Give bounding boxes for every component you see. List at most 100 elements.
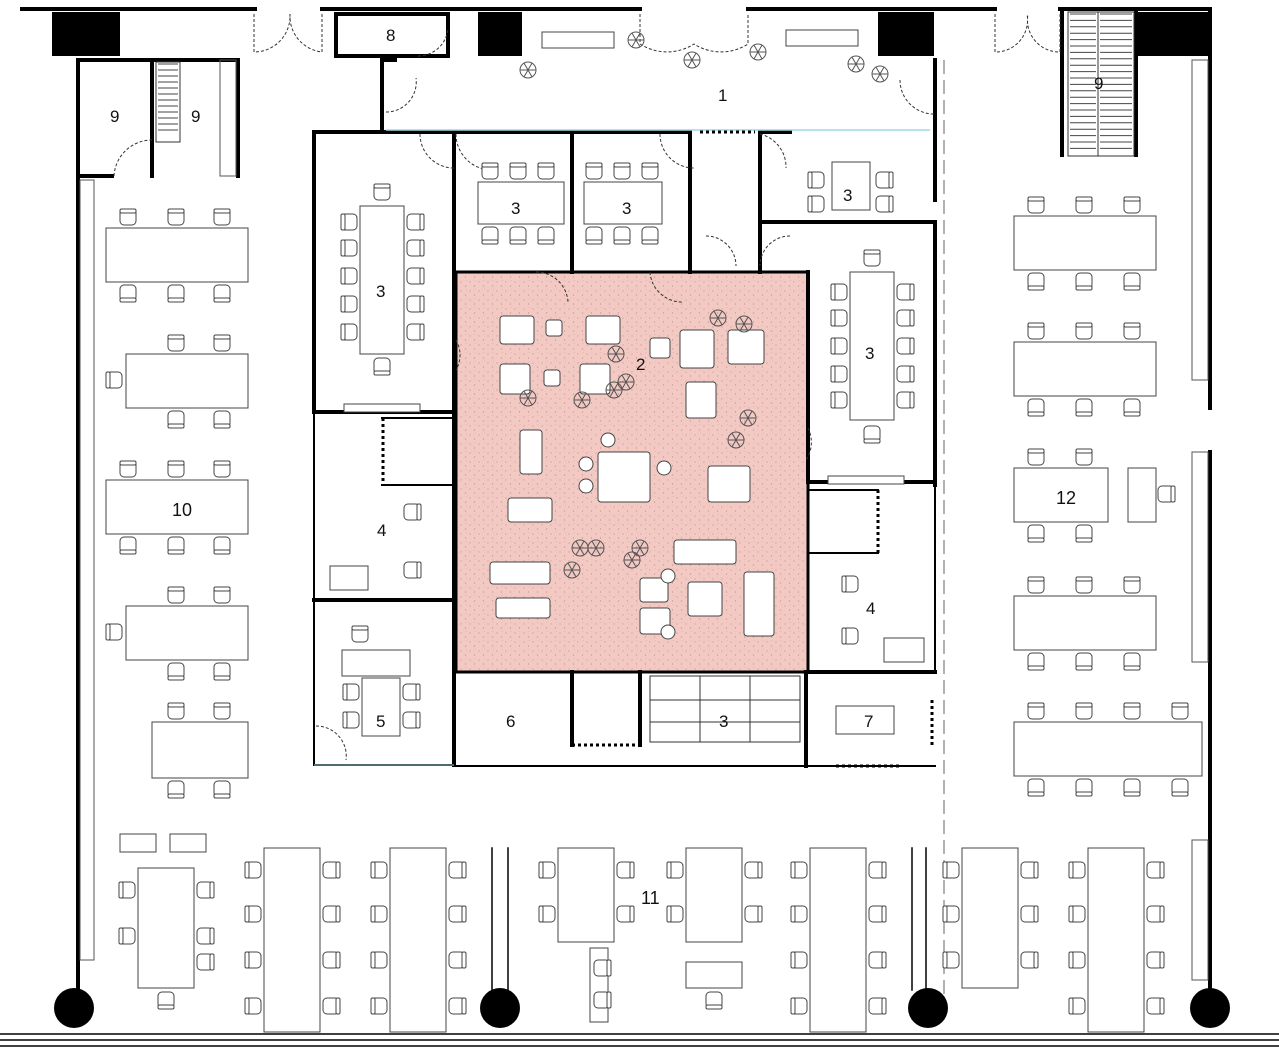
chair (1020, 905, 1039, 923)
chair (213, 780, 231, 799)
chair (1075, 576, 1093, 594)
chair (1146, 951, 1165, 969)
desk-table (1013, 721, 1203, 777)
lounge-seat (743, 571, 775, 637)
desk-table (125, 605, 249, 661)
plant-icon (519, 61, 537, 79)
chair (213, 536, 231, 555)
chair (213, 208, 231, 226)
chair (213, 460, 231, 478)
chair (1075, 398, 1093, 417)
chair (537, 226, 555, 245)
chair (1123, 652, 1141, 671)
chair (1075, 272, 1093, 291)
stair-treads (158, 13, 1132, 149)
chair (244, 905, 262, 923)
plant-icon (605, 381, 623, 399)
chair (118, 881, 136, 899)
chair (1068, 951, 1086, 969)
label-meeting-right-tall: 3 (865, 344, 874, 363)
lounge-seat (499, 363, 531, 395)
chair (340, 239, 358, 257)
chair (322, 951, 341, 969)
plant-icon (739, 409, 757, 427)
chair (448, 905, 467, 923)
chair (585, 226, 603, 245)
label-meeting-top-right: 3 (843, 186, 852, 205)
chair (868, 951, 887, 969)
chair (841, 575, 859, 593)
chair (1020, 951, 1039, 969)
chair (896, 283, 915, 301)
chair (373, 183, 391, 201)
label-focus-left: 4 (377, 521, 386, 540)
lounge-seat (489, 561, 551, 585)
chair (896, 337, 915, 355)
plants (519, 31, 889, 579)
chair (119, 536, 137, 555)
chair (322, 997, 341, 1015)
chair (167, 208, 185, 226)
plant-icon (617, 373, 635, 391)
plant-icon (607, 345, 625, 363)
desk-table (685, 847, 743, 943)
lounge-seat (679, 329, 715, 369)
stool (600, 432, 616, 448)
label-stair-left-b: 9 (191, 107, 200, 126)
chair (593, 991, 612, 1009)
chair (402, 711, 421, 729)
chair (1075, 778, 1093, 797)
chair (666, 861, 684, 879)
chair (790, 905, 808, 923)
chair (118, 927, 136, 945)
chair (196, 927, 215, 945)
chair (196, 953, 215, 971)
chair (342, 683, 360, 701)
chair (744, 905, 763, 923)
chair (340, 267, 358, 285)
chair (1027, 524, 1045, 543)
desk-table (105, 227, 249, 283)
chair (841, 627, 859, 645)
label-meeting-bottom: 3 (719, 712, 728, 731)
room-labels: 1 2 3 3 3 3 3 3 4 4 5 6 7 8 9 9 9 10 11 … (110, 26, 1103, 908)
chair (403, 503, 422, 521)
chair (244, 997, 262, 1015)
chair (105, 623, 123, 641)
plant-icon (709, 309, 727, 327)
chair (373, 357, 391, 376)
stool (656, 460, 672, 476)
chair (875, 195, 894, 213)
chair (1146, 997, 1165, 1015)
plant-icon (627, 31, 645, 49)
chair (342, 711, 360, 729)
lounge-seat (545, 319, 563, 337)
plant-icon (519, 389, 537, 407)
chair (370, 997, 388, 1015)
chair (1123, 576, 1141, 594)
desk-table (961, 847, 1019, 989)
chair (790, 997, 808, 1015)
chair (340, 213, 358, 231)
chair (1020, 861, 1039, 879)
chair (1027, 398, 1045, 417)
chair (1068, 905, 1086, 923)
chair (406, 213, 425, 231)
label-workspace-right: 12 (1056, 488, 1076, 508)
chair (896, 391, 915, 409)
columns (52, 12, 1230, 1028)
chair (863, 425, 881, 444)
lounge-seat (685, 381, 717, 419)
plant-icon (735, 315, 753, 333)
label-stair-right: 9 (1094, 74, 1103, 93)
chair (403, 561, 422, 579)
stool (578, 456, 594, 472)
chair (1123, 702, 1141, 720)
chair (593, 959, 612, 977)
chair (830, 309, 848, 327)
desk-table (477, 181, 565, 225)
chair (406, 239, 425, 257)
desk-table (849, 271, 895, 421)
chair (1027, 652, 1045, 671)
